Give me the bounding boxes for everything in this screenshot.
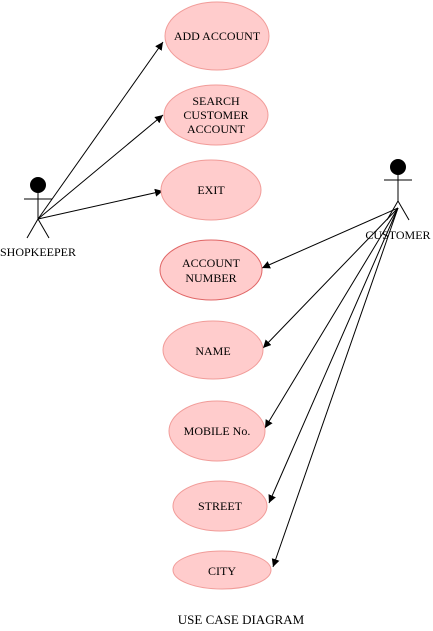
usecase-add-account[interactable]: ADD ACCOUNT: [164, 1, 270, 71]
actor-head-icon: [390, 159, 406, 175]
usecase-mobile-no[interactable]: MOBILE No.: [168, 400, 266, 462]
usecase-label-line3: ACCOUNT: [187, 122, 246, 136]
actor-shopkeeper[interactable]: [24, 177, 52, 239]
usecase-label-line1: SEARCH: [192, 94, 240, 108]
usecase-label: STREET: [198, 499, 243, 513]
usecase-name[interactable]: NAME: [162, 320, 264, 380]
edge-customer-street: [268, 207, 399, 504]
customer-associations: [261, 207, 399, 568]
edge-customer-mobile-no: [264, 207, 399, 429]
usecase-label: ADD ACCOUNT: [174, 29, 261, 43]
usecase-search-customer-account[interactable]: SEARCH CUSTOMER ACCOUNT: [163, 84, 269, 146]
edge-customer-account-number: [261, 207, 399, 269]
diagram-caption: USE CASE DIAGRAM: [178, 612, 305, 627]
edge-shopkeeper-search-customer-account: [37, 114, 164, 220]
actor-label-shopkeeper: SHOPKEEPER: [0, 245, 76, 259]
usecase-label-line2: CUSTOMER: [183, 108, 248, 122]
usecase-street[interactable]: STREET: [172, 480, 268, 532]
usecase-exit[interactable]: EXIT: [160, 159, 262, 221]
usecase-label: MOBILE No.: [184, 424, 251, 438]
usecase-label: EXIT: [197, 183, 225, 197]
edge-shopkeeper-exit: [37, 188, 164, 220]
usecase-account-number[interactable]: ACCOUNT NUMBER: [159, 239, 263, 301]
edge-customer-name: [262, 207, 399, 349]
shopkeeper-associations: [37, 41, 164, 220]
usecase-city[interactable]: CITY: [172, 550, 272, 590]
actor-customer[interactable]: [384, 159, 412, 221]
actor-head-icon: [30, 177, 46, 193]
edge-customer-city: [271, 207, 399, 568]
usecase-label: CITY: [208, 564, 236, 578]
edge-shopkeeper-add-account: [37, 41, 164, 220]
actor-label-customer: CUSTOMER: [365, 228, 430, 242]
usecase-label-line2: NUMBER: [185, 271, 236, 285]
usecase-label-line1: ACCOUNT: [182, 256, 241, 270]
usecase-label: NAME: [195, 344, 230, 358]
